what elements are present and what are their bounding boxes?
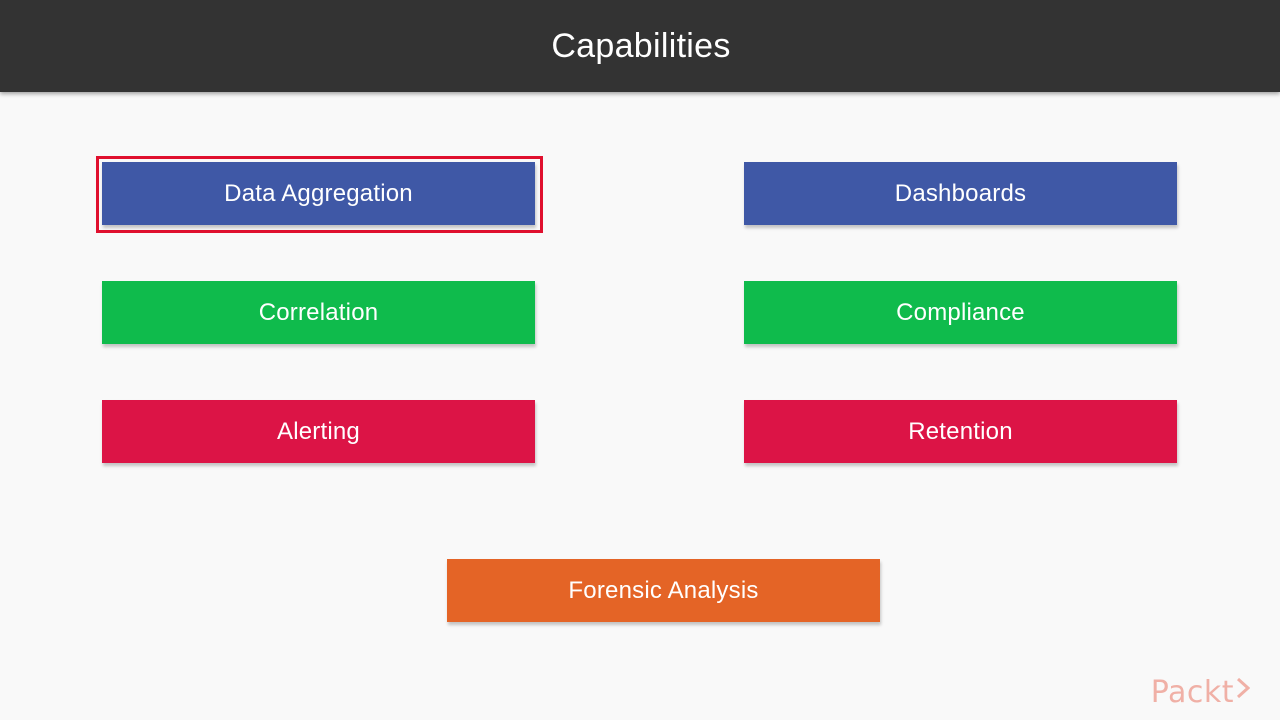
retention-box[interactable]: Retention bbox=[744, 400, 1177, 463]
box-label: Dashboards bbox=[894, 179, 1027, 207]
box-label: Retention bbox=[908, 417, 1013, 445]
dashboards-box[interactable]: Dashboards bbox=[744, 162, 1177, 225]
correlation-box[interactable]: Correlation bbox=[102, 281, 535, 344]
title-bar: Capabilities bbox=[0, 0, 1280, 92]
slide-title: Capabilities bbox=[551, 26, 731, 65]
chevron-right-icon bbox=[1236, 677, 1251, 704]
data-aggregation-box[interactable]: Data Aggregation bbox=[102, 162, 535, 225]
logo-text: Packt bbox=[1150, 675, 1234, 710]
box-label: Compliance bbox=[896, 298, 1025, 326]
selection-frame bbox=[96, 156, 543, 233]
box-label: Forensic Analysis bbox=[568, 576, 759, 604]
forensic-analysis-box[interactable]: Forensic Analysis bbox=[447, 559, 880, 622]
box-label: Correlation bbox=[258, 298, 379, 326]
box-label: Alerting bbox=[277, 417, 360, 445]
compliance-box[interactable]: Compliance bbox=[744, 281, 1177, 344]
packt-logo: Packt bbox=[1150, 670, 1251, 710]
box-label: Data Aggregation bbox=[224, 179, 413, 207]
alerting-box[interactable]: Alerting bbox=[102, 400, 535, 463]
